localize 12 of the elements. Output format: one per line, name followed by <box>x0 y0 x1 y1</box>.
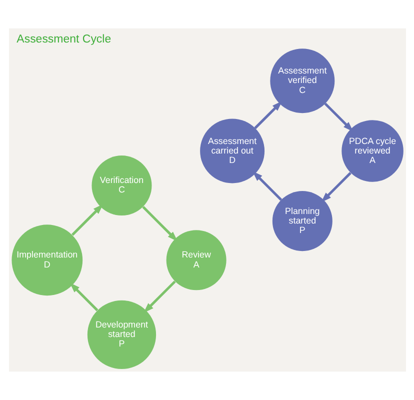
arrow <box>71 204 103 236</box>
arrow <box>142 206 178 242</box>
node-circle: Development started P <box>86 300 156 370</box>
node-circle: Assessment carried out D <box>200 118 264 184</box>
arrow <box>324 102 353 132</box>
arrow <box>69 282 98 312</box>
arrow <box>252 171 282 201</box>
node-circle: Implementation D <box>11 224 82 296</box>
arrow <box>320 172 351 202</box>
arrow <box>254 101 282 130</box>
arrow <box>143 280 176 313</box>
diagram-title: Assessment Cycle <box>16 34 111 46</box>
